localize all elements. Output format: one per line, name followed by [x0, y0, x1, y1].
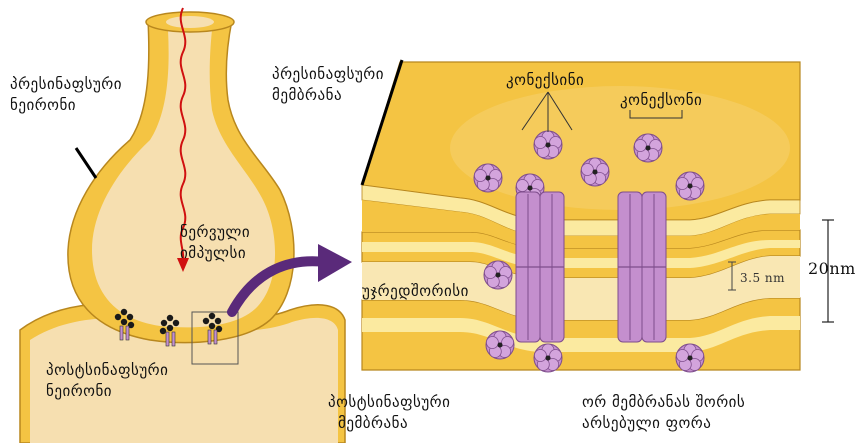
- label-presynaptic-neuron-line2: ნეირონი: [10, 95, 122, 116]
- label-presynaptic-neuron-line1: პრესინაფსური: [10, 74, 122, 95]
- label-intercellular: უჯრედშორისი: [362, 281, 469, 302]
- label-postsynaptic-neuron-line2: ნეირონი: [46, 381, 168, 402]
- label-pore-line2: არსებული ფორა: [582, 413, 745, 434]
- label-presynaptic-membrane-line2: მემბრანა: [272, 85, 384, 106]
- label-postsynaptic-membrane-line1: პოსტსინაფსური: [328, 392, 450, 413]
- label-presynaptic-membrane: პრესინაფსური მემბრანა: [272, 64, 384, 106]
- label-connexon-text: კონექსონი: [620, 90, 702, 111]
- label-nerve-impulse: ნერვული იმპულსი: [180, 222, 250, 264]
- label-presynaptic-neuron: პრესინაფსური ნეირონი: [10, 74, 122, 116]
- label-postsynaptic-neuron-line1: პოსტსინაფსური: [46, 360, 168, 381]
- label-connexin: კონექსინი: [506, 70, 584, 91]
- label-20nm: 20nm: [808, 258, 856, 279]
- label-20nm-text: 20nm: [808, 258, 856, 279]
- presynaptic-pointer-line: [76, 148, 96, 178]
- label-intercellular-text: უჯრედშორისი: [362, 281, 469, 302]
- label-postsynaptic-neuron: პოსტსინაფსური ნეირონი: [46, 360, 168, 402]
- label-pore-between-membranes: ორ მემბრანას შორის არსებული ფორა: [582, 392, 745, 434]
- label-gap-3-5nm: 3.5 nm: [740, 268, 785, 289]
- label-connexin-text: კონექსინი: [506, 70, 584, 91]
- gap-junction-detail: [362, 60, 800, 370]
- label-gap-3-5nm-text: 3.5 nm: [740, 268, 785, 289]
- label-postsynaptic-membrane-line2: მემბრანა: [328, 413, 450, 434]
- label-nerve-impulse-line1: ნერვული: [180, 222, 250, 243]
- label-postsynaptic-membrane: პოსტსინაფსური მემბრანა: [328, 392, 450, 434]
- label-pore-line1: ორ მემბრანას შორის: [582, 392, 745, 413]
- label-connexon: კონექსონი: [620, 90, 702, 111]
- label-presynaptic-membrane-line1: პრესინაფსური: [272, 64, 384, 85]
- label-nerve-impulse-line2: იმპულსი: [180, 243, 250, 264]
